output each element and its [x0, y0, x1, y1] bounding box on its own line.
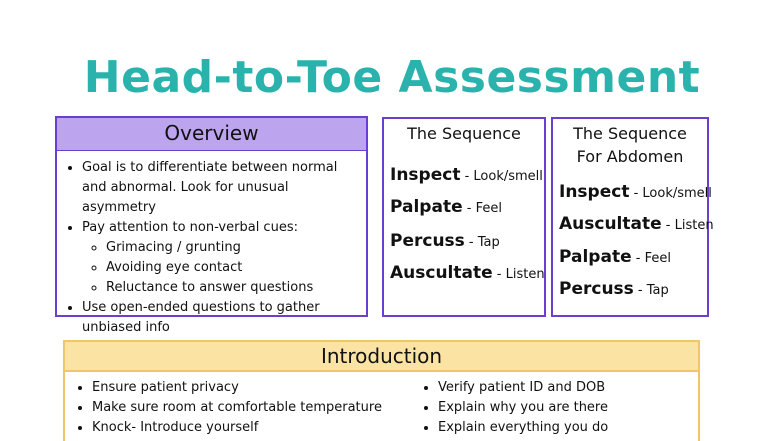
sub-list-item: Grimacing / grunting [106, 238, 363, 258]
sequence-panel: The Sequence Inspect - Look/smell Palpat… [382, 117, 546, 317]
step-term: Inspect [559, 182, 630, 202]
step-term: Auscultate [559, 214, 662, 234]
step-desc: - Tap [464, 235, 500, 250]
step-term: Percuss [390, 231, 465, 251]
list-item: Knock- Introduce yourself [92, 418, 403, 438]
list-item: Verify patient ID and DOB [438, 378, 689, 398]
step-desc: - Feel [631, 251, 671, 266]
step-desc: - Look/smell [629, 186, 712, 201]
sequence-heading: The Sequence [407, 124, 521, 143]
step-term: Inspect [390, 165, 461, 185]
introduction-left-list: Ensure patient privacy Make sure room at… [73, 378, 403, 438]
list-item: Pay attention to non-verbal cues: Grimac… [82, 218, 363, 298]
step-term: Palpate [390, 197, 463, 217]
step-desc: - Tap [633, 283, 669, 298]
overview-list: Goal is to differentiate between normal … [63, 158, 363, 338]
sequence-step: Inspect - Look/smell [390, 165, 543, 185]
sequence-step: Percuss - Tap [390, 231, 500, 251]
sequence-step: Auscultate - Listen [559, 214, 714, 234]
sequence-step: Palpate - Feel [390, 197, 502, 217]
introduction-panel: Introduction Ensure patient privacy Make… [63, 340, 700, 441]
step-desc: - Listen [661, 218, 714, 233]
sub-list-item: Reluctance to answer questions [106, 278, 363, 298]
sequence-step: Inspect - Look/smell [559, 182, 712, 202]
step-desc: - Look/smell [460, 169, 543, 184]
introduction-heading: Introduction [63, 340, 700, 372]
page-title: Head-to-Toe Assessment [83, 52, 701, 103]
step-term: Percuss [559, 279, 634, 299]
list-item: Explain why you are there [438, 398, 689, 418]
sequence-step: Auscultate - Listen [390, 263, 545, 283]
list-item-label: Pay attention to non-verbal cues: [82, 220, 298, 235]
step-term: Palpate [559, 247, 632, 267]
abdomen-sequence-panel: The Sequence For Abdomen Inspect - Look/… [551, 117, 714, 317]
sequence-step: Percuss - Tap [559, 279, 669, 299]
introduction-right-list: Verify patient ID and DOB Explain why yo… [419, 378, 689, 438]
abdomen-heading-line2: For Abdomen [576, 147, 684, 166]
list-item: Ensure patient privacy [92, 378, 403, 398]
sub-list-item: Avoiding eye contact [106, 258, 363, 278]
list-item: Explain everything you do [438, 418, 689, 438]
list-item: Make sure room at comfortable temperatur… [92, 398, 403, 418]
overview-panel: Overview Goal is to differentiate betwee… [55, 116, 368, 335]
overview-heading: Overview [57, 118, 366, 151]
sequence-step: Palpate - Feel [559, 247, 671, 267]
step-desc: - Listen [492, 267, 545, 282]
list-item: Goal is to differentiate between normal … [82, 158, 363, 218]
abdomen-heading-line1: The Sequence [573, 124, 687, 143]
step-term: Auscultate [390, 263, 493, 283]
list-item: Use open-ended questions to gather unbia… [82, 298, 363, 338]
step-desc: - Feel [462, 201, 502, 216]
